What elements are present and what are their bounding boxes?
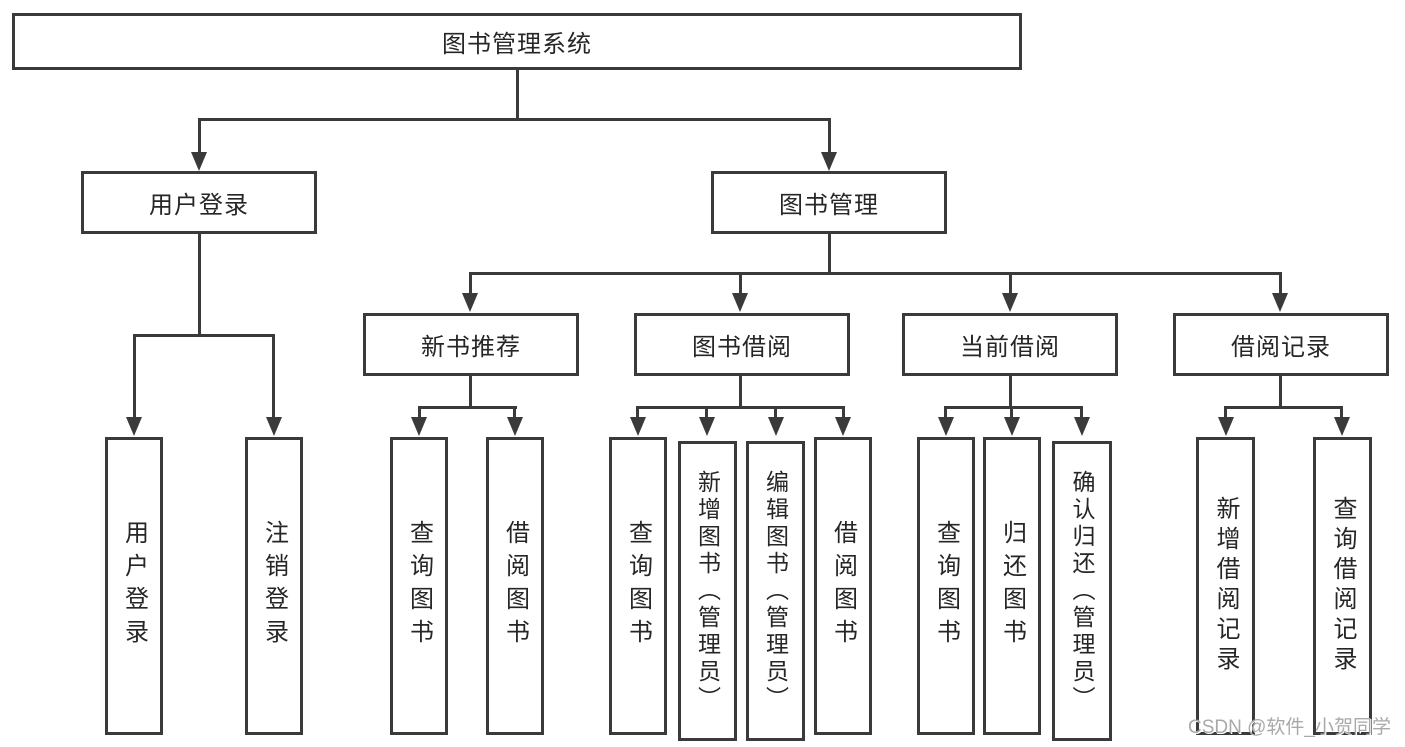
leaf-bb-add-books-admin: 新增图书（管理员）: [678, 441, 737, 741]
leaf-cb-query-books: 查询图书: [917, 437, 975, 735]
connector-bookborrow-stem: [739, 376, 742, 408]
leaf-logout: 注销登录: [245, 437, 303, 735]
arrow-down-icon: [1334, 417, 1350, 436]
connector-borrowrecords-stem: [1279, 376, 1282, 408]
connector-arm: [944, 406, 947, 421]
watermark: CSDN @软件_小贺同学: [1188, 717, 1391, 738]
connector-arm: [842, 406, 845, 421]
arrow-down-icon: [1004, 417, 1020, 436]
arrow-down-icon: [411, 417, 427, 436]
connector-currentborrow-stem: [1009, 376, 1012, 408]
connector-arm: [1080, 406, 1083, 421]
arrow-down-icon: [126, 417, 142, 436]
connector-arm: [133, 334, 136, 420]
connector-userlogin-split: [133, 334, 275, 337]
connector-arm: [636, 406, 639, 421]
connector-arm: [705, 406, 708, 421]
arrow-down-icon: [1074, 417, 1090, 436]
connector-root-stem: [516, 70, 519, 120]
connector-arm: [272, 334, 275, 420]
connector-borrowrecords-split: [1224, 406, 1343, 409]
node-current-borrow: 当前借阅: [902, 313, 1118, 376]
node-book-management: 图书管理: [711, 171, 947, 234]
connector-currentborrow-split: [944, 406, 1083, 409]
leaf-nb-query-books: 查询图书: [390, 437, 448, 735]
connector-bookborrow-split: [636, 406, 845, 409]
arrow-down-icon: [732, 293, 748, 312]
arrow-down-icon: [699, 417, 715, 436]
node-user-login: 用户登录: [81, 171, 317, 234]
arrow-down-icon: [821, 152, 837, 171]
arrow-down-icon: [191, 152, 207, 171]
connector-arm: [1010, 406, 1013, 421]
leaf-br-query-borrow-record: 查询借阅记录: [1313, 437, 1372, 735]
connector-userlogin-stem: [198, 234, 201, 337]
leaf-br-add-borrow-record: 新增借阅记录: [1196, 437, 1255, 735]
arrow-down-icon: [1218, 417, 1234, 436]
leaf-bb-borrow-books: 借阅图书: [814, 437, 872, 735]
connector-arm: [1279, 272, 1282, 296]
node-root-system: 图书管理系统: [12, 13, 1022, 70]
arrow-down-icon: [266, 417, 282, 436]
connector-bookmgmt-stem: [828, 234, 831, 274]
arrow-down-icon: [630, 417, 646, 436]
arrow-down-icon: [462, 293, 478, 312]
leaf-nb-borrow-books: 借阅图书: [486, 437, 544, 735]
connector-bookmgmt-split: [469, 272, 1282, 275]
leaf-bb-query-books: 查询图书: [609, 437, 667, 735]
connector-arm: [1009, 272, 1012, 296]
node-new-book-recommend: 新书推荐: [363, 313, 579, 376]
connector-newbook-split: [418, 406, 517, 409]
leaf-user-login: 用户登录: [105, 437, 163, 735]
arrow-down-icon: [768, 417, 784, 436]
arrow-down-icon: [1272, 293, 1288, 312]
connector-arm: [469, 272, 472, 296]
connector-root-split: [198, 118, 831, 121]
leaf-bb-edit-books-admin: 编辑图书（管理员）: [746, 441, 805, 741]
node-borrow-records: 借阅记录: [1173, 313, 1389, 376]
connector-arm: [1340, 406, 1343, 421]
arrow-down-icon: [507, 417, 523, 436]
leaf-cb-confirm-return-admin: 确认归还（管理员）: [1052, 441, 1112, 741]
connector-arm: [739, 272, 742, 296]
connector-newbook-stem: [469, 376, 472, 408]
arrow-down-icon: [938, 417, 954, 436]
node-book-borrow: 图书借阅: [634, 313, 850, 376]
arrow-down-icon: [1002, 293, 1018, 312]
arrow-down-icon: [835, 417, 851, 436]
connector-arm: [1224, 406, 1227, 421]
connector-arm-user-login: [198, 118, 201, 155]
connector-arm: [774, 406, 777, 421]
leaf-cb-return-books: 归还图书: [983, 437, 1041, 735]
connector-arm-book-mgmt: [828, 118, 831, 155]
connector-arm: [418, 406, 421, 421]
connector-arm: [513, 406, 516, 421]
